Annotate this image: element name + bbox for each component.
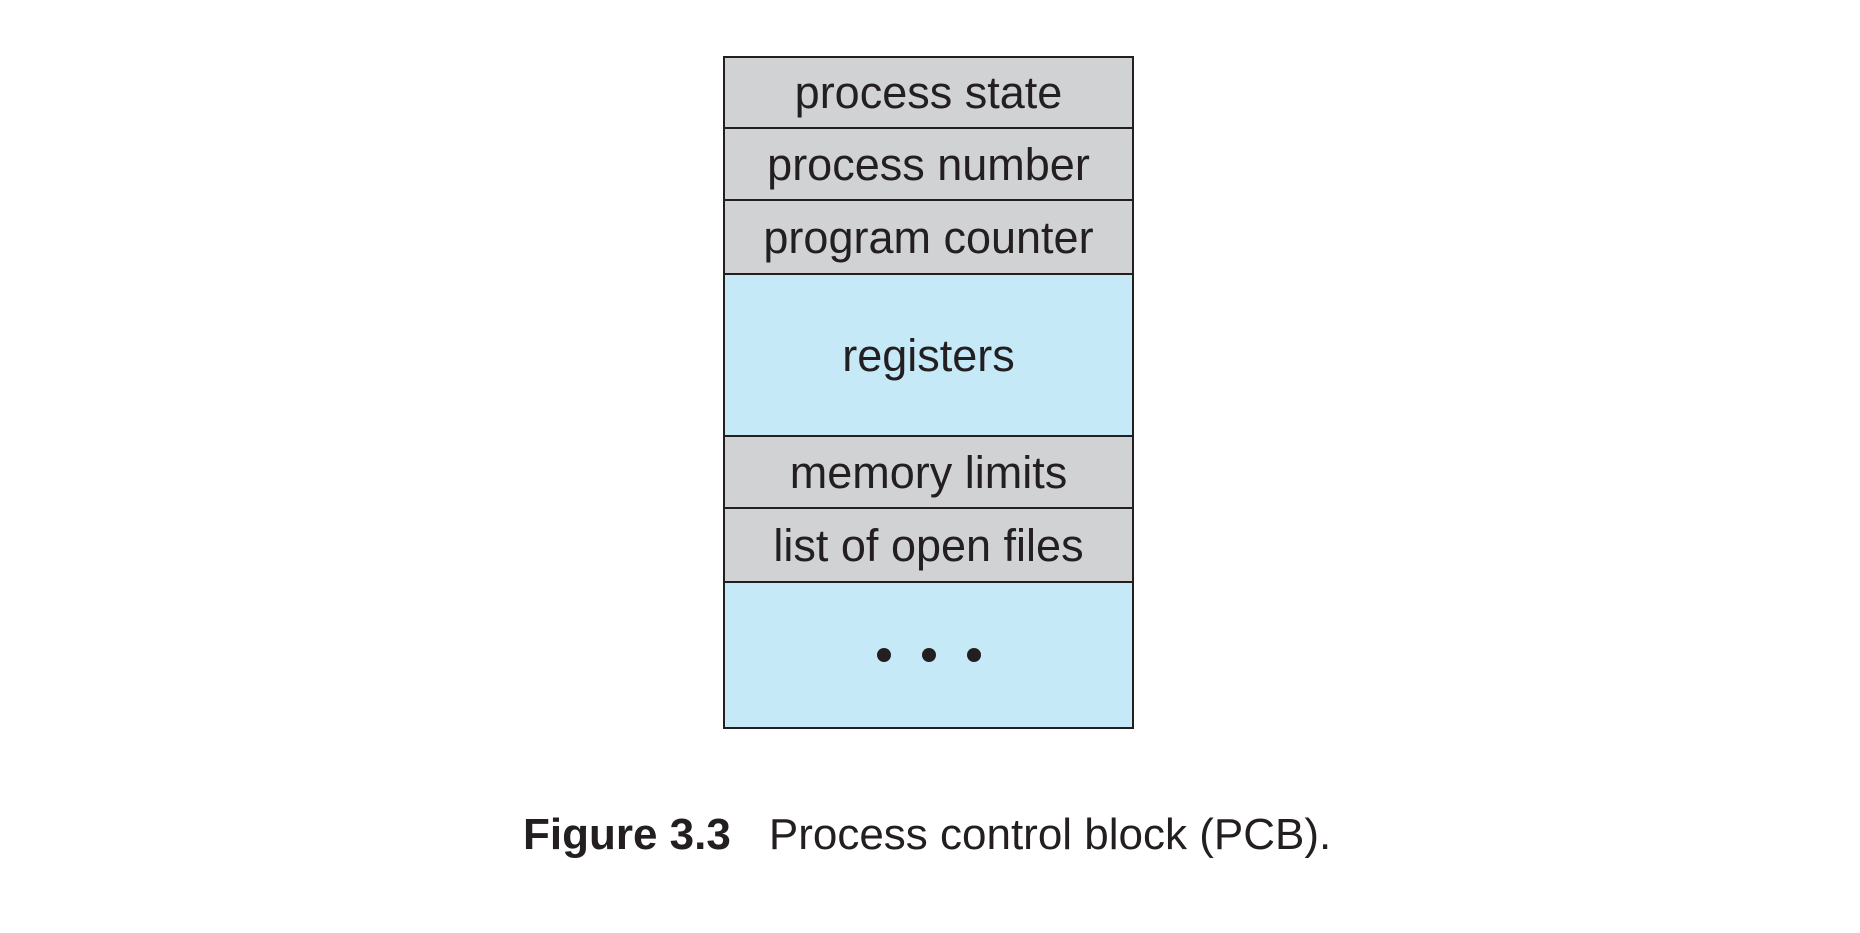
field-label: memory limits <box>789 446 1068 498</box>
pcb-field-registers: registers <box>725 275 1132 437</box>
pcb-field-process-state: process state <box>725 58 1132 129</box>
pcb-field-memory-limits: memory limits <box>725 437 1132 509</box>
pcb-field-open-files: list of open files <box>725 509 1132 583</box>
dot-icon <box>921 648 936 662</box>
field-label: program counter <box>763 211 1094 263</box>
figure-title: Process control block (PCB). <box>768 810 1332 859</box>
field-label: registers <box>842 329 1015 381</box>
field-label: list of open files <box>773 519 1084 571</box>
figure-caption: Figure 3.3 Process control block (PCB). <box>523 810 1331 860</box>
pcb-diagram: process state process number program cou… <box>723 56 1134 729</box>
dot-icon <box>966 648 981 662</box>
dot-icon <box>876 648 891 662</box>
pcb-field-process-number: process number <box>725 129 1132 201</box>
figure-number: Figure 3.3 <box>523 810 731 859</box>
pcb-field-program-counter: program counter <box>725 201 1132 275</box>
pcb-field-ellipsis: • • • <box>725 583 1132 727</box>
field-label: process state <box>794 67 1063 118</box>
field-label: process number <box>767 138 1090 190</box>
ellipsis-dots <box>876 648 981 662</box>
